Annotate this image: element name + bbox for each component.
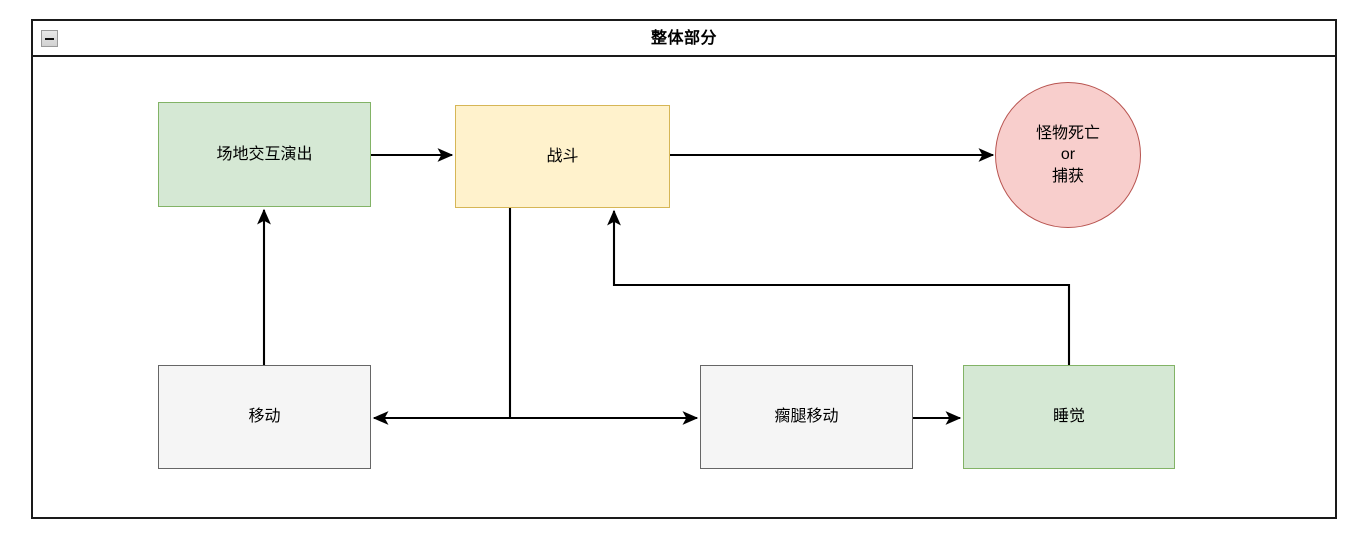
node-label: 瘸腿移动 bbox=[774, 408, 839, 426]
frame-title: 整体部分 bbox=[650, 30, 717, 47]
minus-glyph bbox=[45, 37, 54, 40]
node-label-line-3: 捕获 bbox=[1051, 167, 1084, 185]
node-label: 移动 bbox=[248, 408, 281, 426]
node-battle[interactable]: 战斗 bbox=[455, 105, 670, 208]
node-venue-interaction[interactable]: 场地交互演出 bbox=[158, 102, 371, 207]
frame-header: 整体部分 bbox=[33, 21, 1335, 57]
node-label: 睡觉 bbox=[1052, 408, 1085, 426]
node-label-line-2: or bbox=[1060, 146, 1076, 164]
node-label: 战斗 bbox=[546, 147, 579, 165]
node-move[interactable]: 移动 bbox=[158, 365, 371, 469]
collapse-minus-icon[interactable] bbox=[41, 30, 58, 47]
node-sleep[interactable]: 睡觉 bbox=[963, 365, 1175, 469]
node-label: 场地交互演出 bbox=[216, 145, 313, 163]
node-label-line-1: 怪物死亡 bbox=[1035, 124, 1100, 142]
node-limp-move[interactable]: 瘸腿移动 bbox=[700, 365, 913, 469]
node-monster-death-or-capture[interactable]: 怪物死亡 or 捕获 bbox=[995, 82, 1141, 228]
